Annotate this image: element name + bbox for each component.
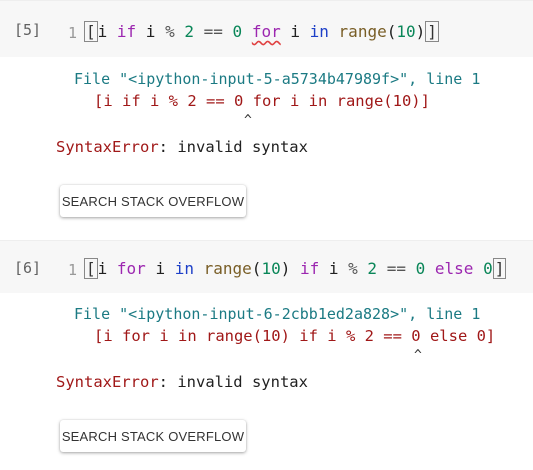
- cell-output: File "<ipython-input-5-a5734b47989f>", l…: [0, 56, 533, 236]
- code-input[interactable]: [5] 1 [i if i % 2 == 0 for i in range(10…: [0, 0, 533, 57]
- traceback-code-line: [i if i % 2 == 0 for i in range(10)]: [94, 92, 430, 110]
- traceback-caret: ^: [244, 113, 252, 128]
- execution-count: [6]: [14, 259, 42, 277]
- line-number: 1: [68, 261, 78, 279]
- execution-count: [5]: [14, 21, 42, 39]
- traceback-code-line: [i for i in range(10) if i % 2 == 0 else…: [94, 327, 496, 345]
- code-line[interactable]: [i if i % 2 == 0 for i in range(10)]: [84, 21, 439, 42]
- search-stack-overflow-button[interactable]: SEARCH STACK OVERFLOW: [60, 420, 246, 452]
- traceback-file-line: File "<ipython-input-6-2cbb1ed2a828>", l…: [74, 305, 481, 323]
- error-line: SyntaxError: invalid syntax: [56, 138, 308, 156]
- error-line: SyntaxError: invalid syntax: [56, 373, 308, 391]
- code-line[interactable]: [i for i in range(10) if i % 2 == 0 else…: [84, 258, 507, 279]
- line-number: 1: [68, 24, 78, 42]
- code-input[interactable]: [6] 1 [i for i in range(10) if i % 2 == …: [0, 240, 533, 293]
- search-stack-overflow-button[interactable]: SEARCH STACK OVERFLOW: [60, 185, 246, 217]
- cell-output: File "<ipython-input-6-2cbb1ed2a828>", l…: [0, 292, 533, 470]
- traceback-file-line: File "<ipython-input-5-a5734b47989f>", l…: [74, 70, 481, 88]
- traceback-caret: ^: [414, 348, 422, 363]
- error-message: : invalid syntax: [158, 138, 308, 156]
- error-name: SyntaxError: [56, 138, 159, 156]
- error-message: : invalid syntax: [158, 373, 308, 391]
- error-name: SyntaxError: [56, 373, 159, 391]
